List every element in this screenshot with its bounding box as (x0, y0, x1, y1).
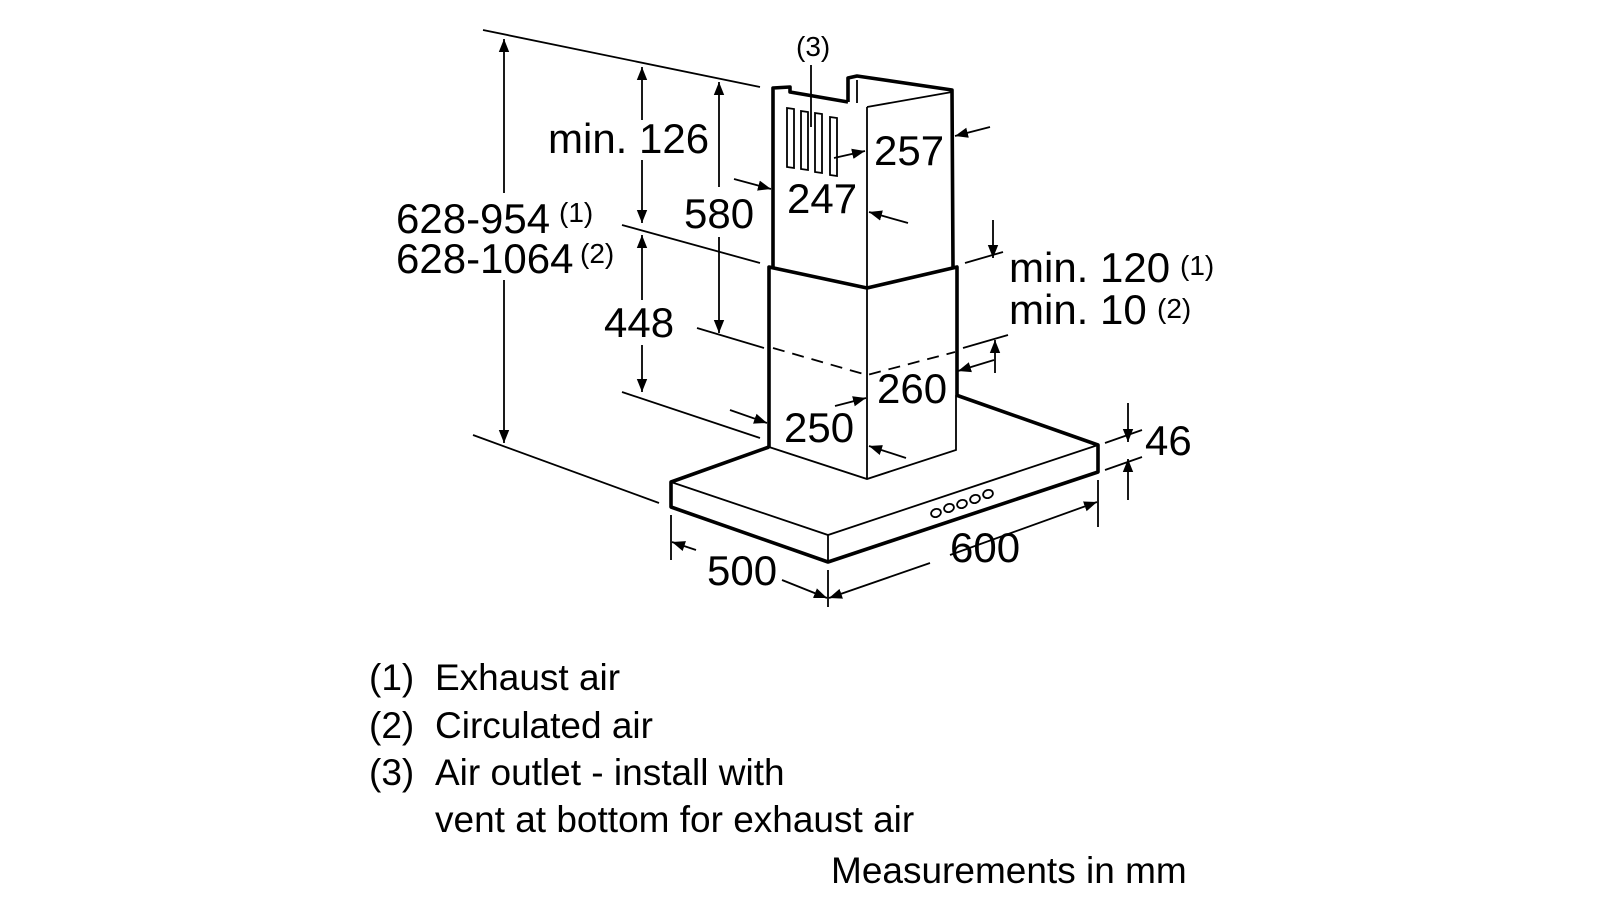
air-outlet-ref-label: (3) (796, 31, 830, 62)
hood-depth-label: 500 (707, 547, 777, 594)
upper-chimney-height-label: 580 (684, 190, 754, 237)
lower-width-label: 250 (784, 404, 854, 451)
min-top-label: min. 126 (548, 115, 709, 162)
lower-chimney-height-label: 448 (604, 299, 674, 346)
overlap-circulated-label: min. 10 (1009, 286, 1147, 333)
overlap-exhaust-ref: (1) (1180, 250, 1214, 281)
lower-chimney (767, 265, 959, 480)
hood-body (669, 393, 1100, 564)
upper-chimney (771, 74, 955, 288)
total-height-exhaust-label: 628-954 (396, 195, 550, 242)
total-height-circulated-label: 628-1064 (396, 235, 574, 282)
total-height-exhaust-ref: (1) (559, 197, 593, 228)
legend-text-3: Air outlet - install with (435, 752, 785, 793)
control-buttons-icon (930, 488, 994, 519)
legend-ref-3: (3) (369, 752, 414, 793)
units-note: Measurements in mm (831, 850, 1187, 891)
lower-depth-label: 260 (877, 365, 947, 412)
total-height-circulated-ref: (2) (580, 238, 614, 269)
overlap-exhaust-label: min. 120 (1009, 244, 1170, 291)
legend-text-1: Exhaust air (435, 657, 620, 698)
legend-text-2: Circulated air (435, 705, 653, 746)
hood-width-label: 600 (950, 524, 1020, 571)
legend: (1) Exhaust air (2) Circulated air (3) A… (369, 657, 1187, 891)
dimension-arrows (498, 39, 1134, 599)
upper-depth-label: 257 (874, 127, 944, 174)
upper-width-label: 247 (787, 175, 857, 222)
legend-ref-2: (2) (369, 705, 414, 746)
legend-ref-1: (1) (369, 657, 414, 698)
legend-text-3-continued: vent at bottom for exhaust air (435, 799, 914, 840)
hood-height-label: 46 (1145, 417, 1192, 464)
air-outlet-vent-icon (786, 106, 838, 178)
overlap-circulated-ref: (2) (1157, 293, 1191, 324)
